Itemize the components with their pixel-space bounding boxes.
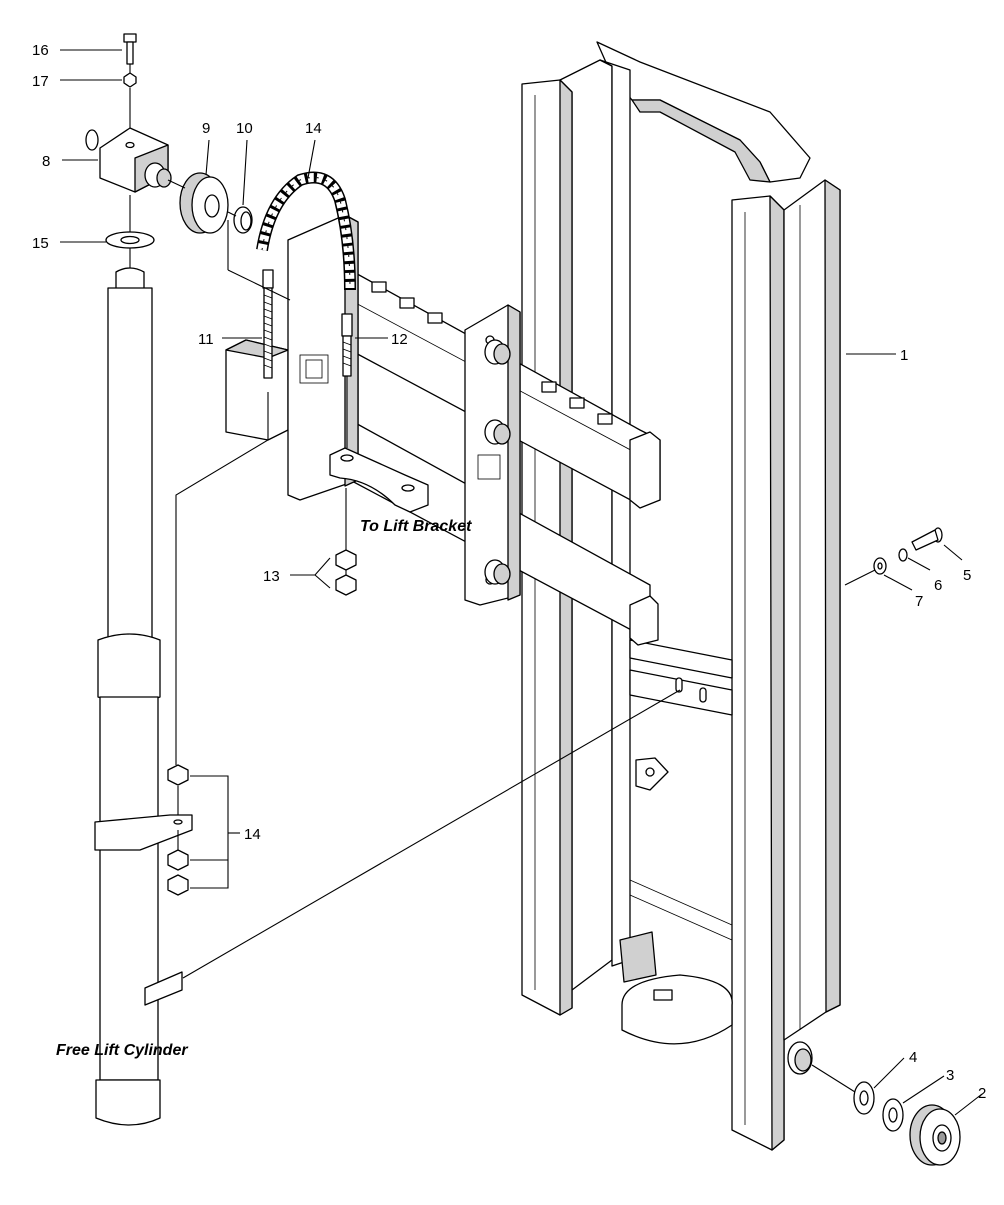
roller-2	[909, 1104, 961, 1166]
callout-leaders	[60, 49, 983, 1116]
callout-14-top: 14	[305, 120, 322, 137]
callout-9: 9	[202, 120, 210, 137]
lift-chain	[256, 171, 356, 291]
washer-17	[123, 72, 137, 88]
callout-2: 2	[978, 1085, 986, 1102]
note-to-lift-bracket: To Lift Bracket	[360, 518, 472, 535]
callout-14-bottom: 14	[244, 826, 261, 843]
callout-1: 1	[900, 347, 908, 364]
callout-8: 8	[42, 153, 50, 170]
callout-11: 11	[198, 331, 214, 348]
assembly-guide-lines	[129, 64, 876, 1093]
shim-3	[882, 1098, 904, 1132]
callout-10: 10	[236, 120, 253, 137]
washer-15	[105, 231, 155, 249]
washer-7	[873, 557, 887, 575]
callout-15: 15	[32, 235, 49, 252]
sheave-bracket-8	[85, 127, 172, 193]
callout-7: 7	[915, 593, 923, 610]
bolt-16	[123, 33, 137, 65]
callout-12: 12	[391, 331, 408, 348]
callout-3: 3	[946, 1067, 954, 1084]
callout-5: 5	[963, 567, 971, 584]
free-lift-cylinder	[94, 267, 193, 1126]
note-free-lift-cylinder: Free Lift Cylinder	[56, 1042, 188, 1059]
chain-anchor-bolt-12	[341, 313, 353, 377]
sheave-9	[179, 172, 229, 234]
shim-4	[853, 1081, 875, 1115]
callout-16: 16	[32, 42, 49, 59]
lock-washer-6	[898, 548, 908, 562]
spacer-10	[233, 206, 253, 234]
nuts-14	[167, 764, 189, 896]
callout-labels: 16 17 8 15 9 10 14 11 12 13 14 1 5 6 7 4…	[32, 42, 986, 1102]
callout-17: 17	[32, 73, 49, 90]
callout-6: 6	[934, 577, 942, 594]
callout-4: 4	[909, 1049, 917, 1066]
bolt-5	[911, 527, 943, 551]
callout-13: 13	[263, 568, 280, 585]
chain-anchor-bolt-11	[262, 269, 274, 379]
